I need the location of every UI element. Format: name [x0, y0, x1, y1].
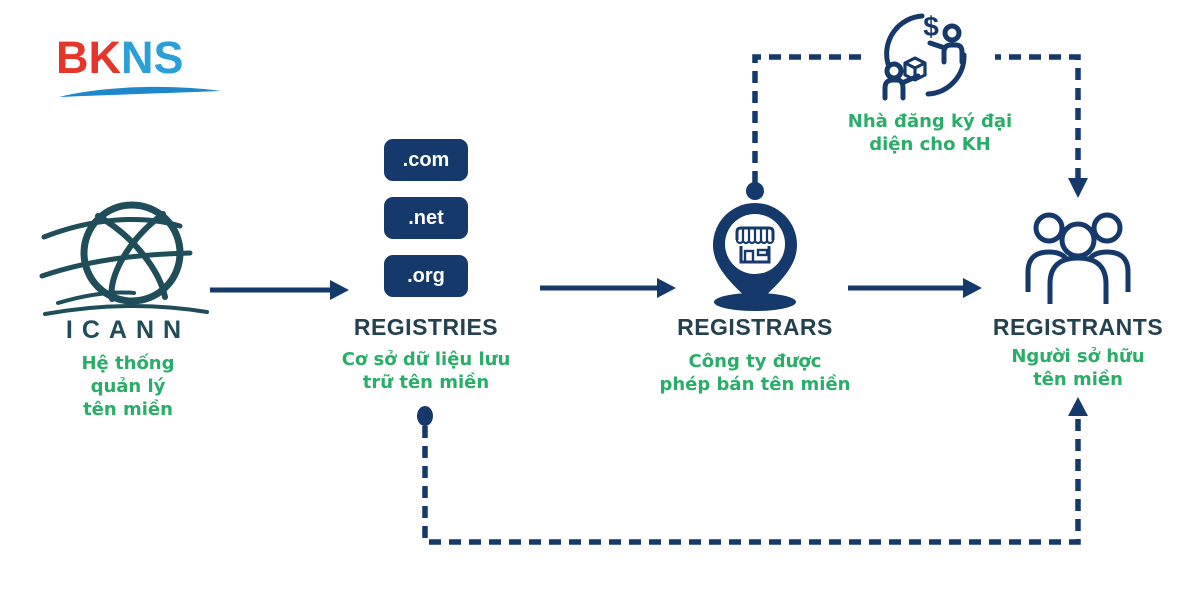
- subtitle-line: trữ tên miền: [362, 372, 490, 393]
- tld-box-com: .com: [384, 139, 468, 181]
- dashed-start-dot: [746, 182, 764, 200]
- dashed-path-registries-registrants: [422, 416, 1081, 545]
- subtitle-line: Người sở hữu: [1011, 346, 1145, 367]
- registrants-subtitle: Người sở hữu tên miền: [958, 345, 1198, 391]
- arrowhead-down-icon: [1068, 178, 1088, 198]
- arrowhead-icon: [657, 278, 676, 298]
- arrowhead-icon: [963, 278, 982, 298]
- subtitle-line: tên miền: [1033, 369, 1123, 390]
- registrars-title: REGISTRARS: [677, 314, 833, 340]
- icann-title: ICANN: [65, 316, 191, 344]
- registrars-subtitle: Công ty được phép bán tên miền: [635, 350, 875, 396]
- registries-subtitle: Cơ sở dữ liệu lưu trữ tên miền: [306, 348, 546, 394]
- broker-note-line: diện cho KH: [869, 134, 991, 155]
- brand-swoosh-icon: [59, 86, 221, 97]
- icann-subtitle: Hệ thống quản lý tên miền: [8, 352, 248, 421]
- subtitle-line: Công ty được: [688, 351, 822, 372]
- registrants-title: REGISTRANTS: [992, 314, 1164, 340]
- broker-note: Nhà đăng ký đại diện cho KH: [810, 110, 1050, 156]
- dashed-start-dot: [417, 406, 433, 426]
- dollar-sign: $: [923, 11, 939, 42]
- subtitle-line: Hệ thống: [81, 353, 175, 374]
- brand-text-ns: NS: [121, 32, 184, 83]
- solid-arrowheads: [330, 278, 982, 300]
- store-pin-icon: [713, 203, 797, 311]
- arrowhead-up-icon: [1068, 397, 1088, 416]
- broker-note-line: Nhà đăng ký đại: [847, 111, 1013, 132]
- subtitle-line: phép bán tên miền: [659, 374, 851, 395]
- subtitle-line: tên miền: [83, 399, 173, 420]
- globe-icon: [39, 201, 209, 316]
- bkns-logo: BKNS: [56, 34, 184, 82]
- exchange-icon: $: [865, 5, 995, 105]
- subtitle-line: Cơ sở dữ liệu lưu: [341, 349, 511, 370]
- people-icon: [1025, 212, 1131, 304]
- package-icon: [903, 56, 927, 82]
- tld-box-org: .org: [384, 255, 468, 297]
- arrowhead-icon: [330, 280, 349, 300]
- tld-stack: .com .net .org: [384, 139, 468, 313]
- tld-box-net: .net: [384, 197, 468, 239]
- brand-text-bk: BK: [56, 32, 121, 83]
- registries-title: REGISTRIES: [353, 314, 499, 340]
- store-glyph: [735, 226, 775, 264]
- dashed-endpoints: [417, 178, 1088, 426]
- solid-arrows: [210, 285, 963, 293]
- subtitle-line: quản lý: [90, 376, 166, 397]
